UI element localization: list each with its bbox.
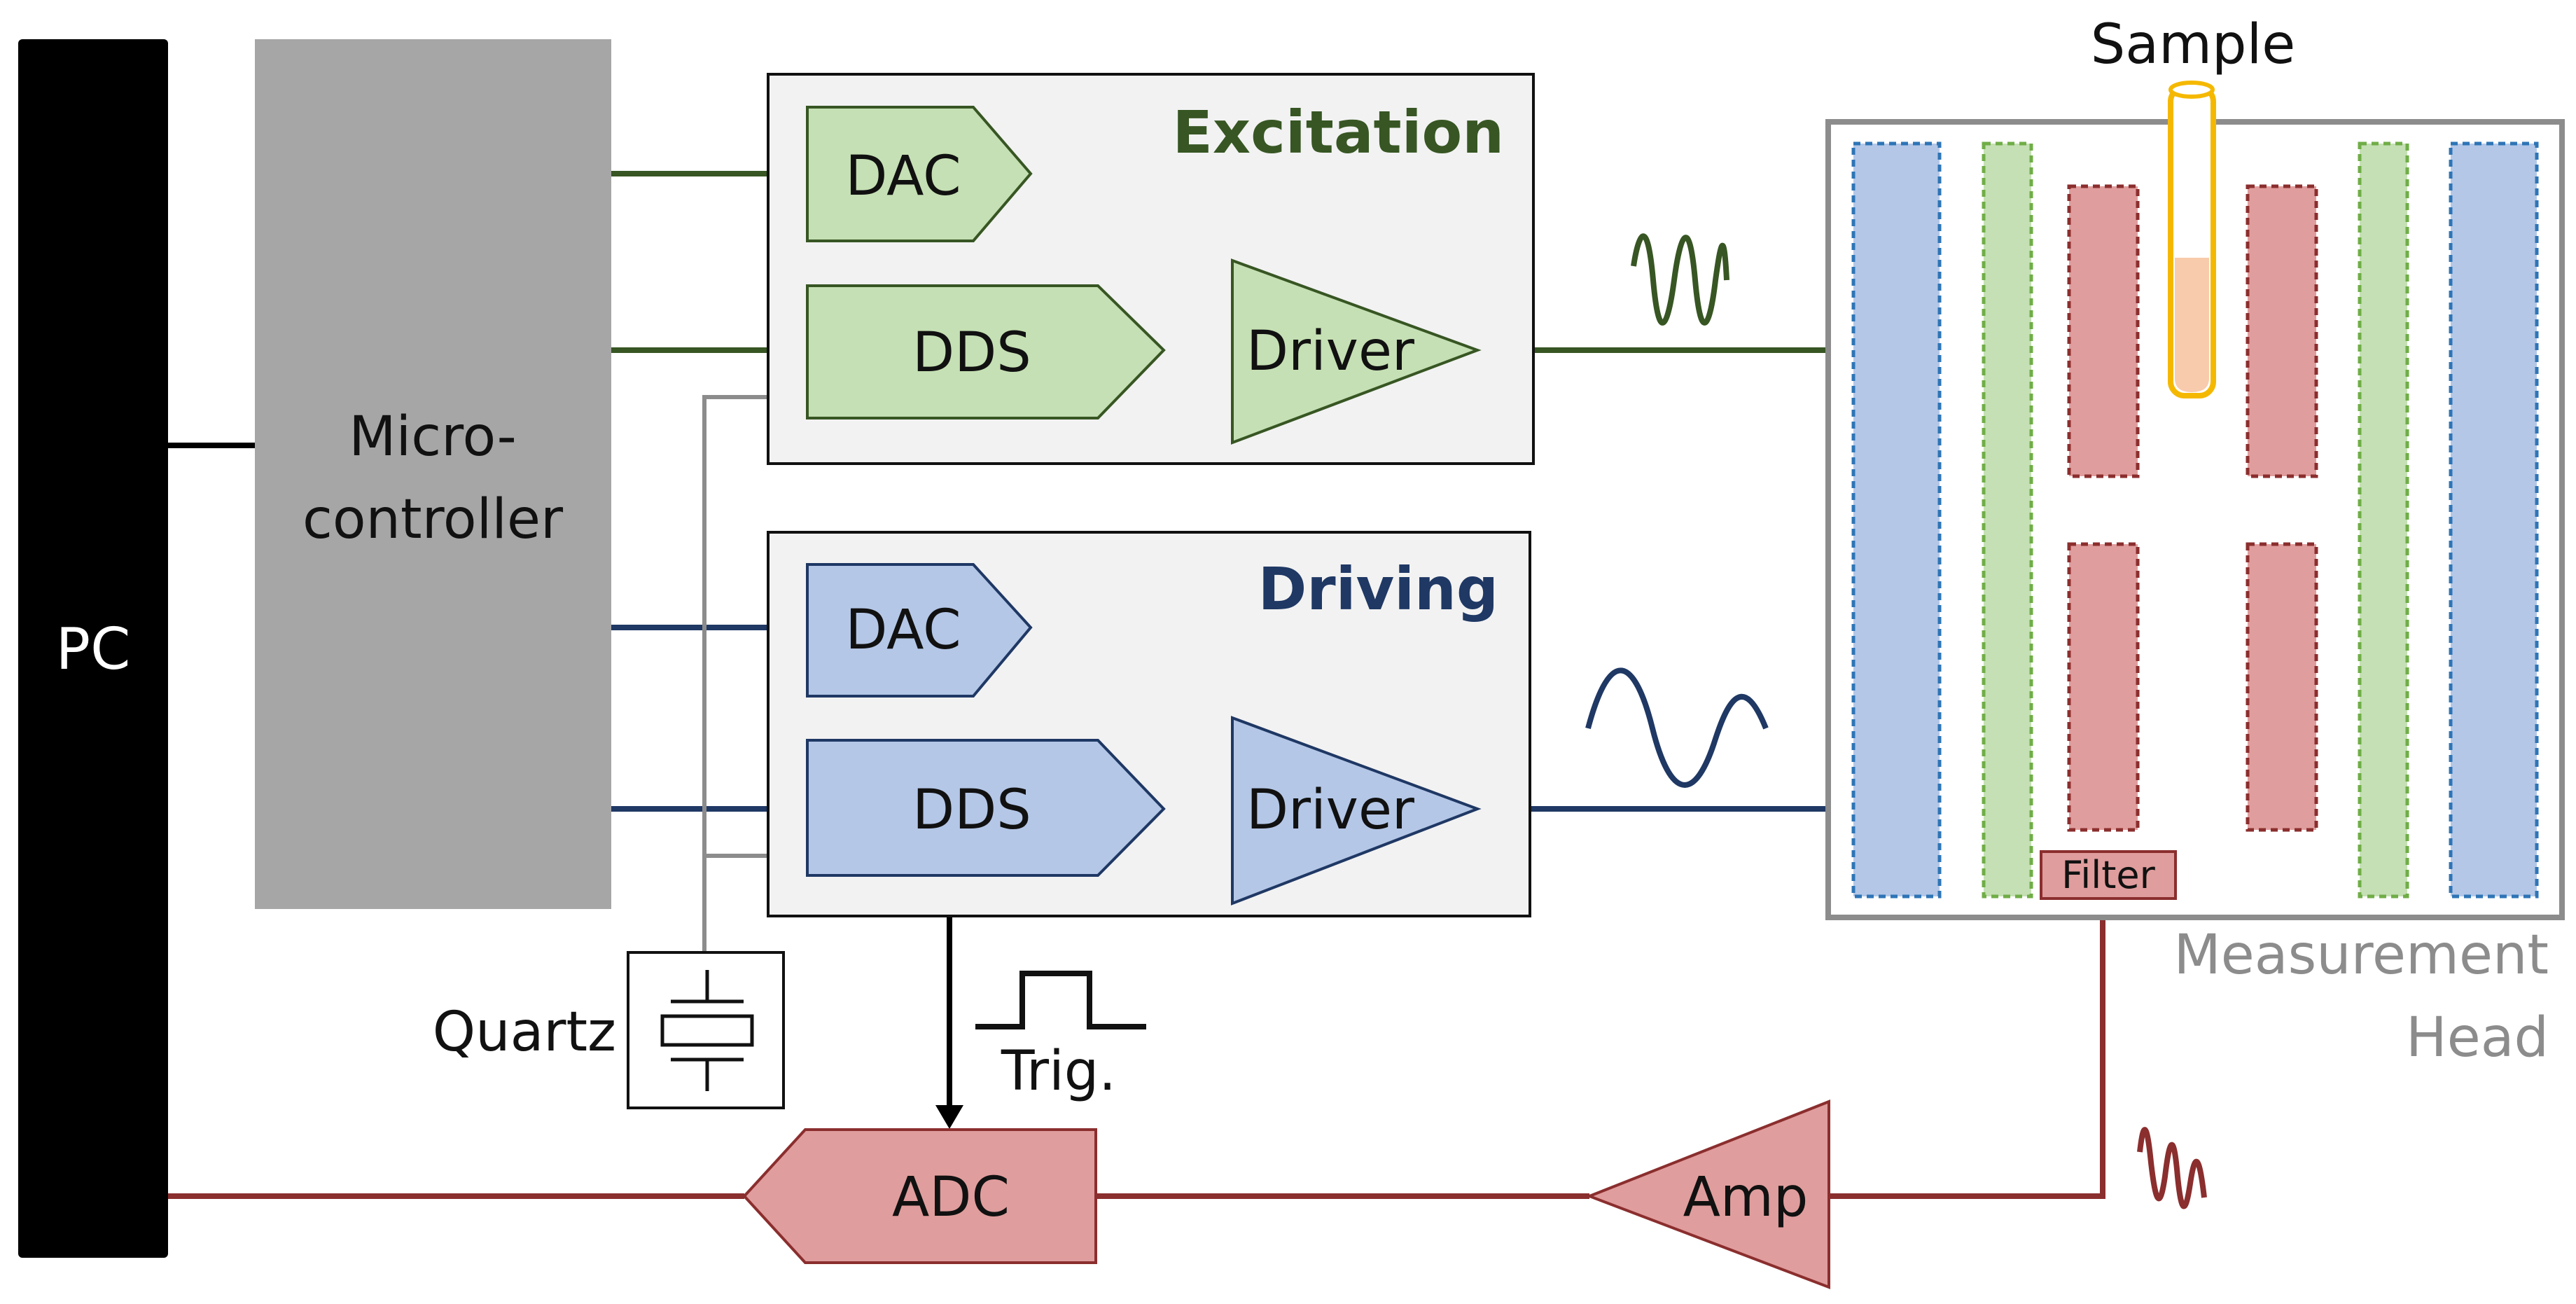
pc-block: PC [18,39,168,1258]
driving-title: Driving [1258,555,1498,623]
measurement-head-label-line1: Measurement [2174,924,2549,987]
excitation-title: Excitation [1173,98,1504,167]
driving-driver-label: Driver [1246,779,1415,842]
driving-dac: DAC [806,563,1033,698]
filter-label: Filter [2061,853,2156,897]
pickup-coil-lower-left [2067,542,2140,832]
excitation-dac: DAC [806,106,1033,242]
driving-dds-label: DDS [912,779,1031,842]
excitation-dac-label: DAC [845,145,961,208]
sample-tube [2168,81,2216,398]
quartz-label: Quartz [433,1001,616,1064]
excitation-dds-label: DDS [912,321,1031,384]
receive-waveform-icon [2137,1127,2207,1209]
excitation-waveform-icon [1631,233,1729,326]
excitation-dds: DDS [806,284,1166,419]
trigger-pulse-icon [975,971,1146,1029]
pickup-coil-lower-right [2246,542,2318,832]
outer-coil-right [2449,141,2539,899]
adc-block: ADC [742,1128,1097,1264]
quartz-block: Quartz [433,951,785,1109]
pc-label: PC [56,616,131,683]
green-coil-right [2358,141,2409,899]
driving-panel: Driving DAC DDS Driver [767,531,1531,917]
driving-dds: DDS [806,739,1166,877]
driving-driver: Driver [1231,716,1482,906]
driving-waveform-icon [1585,667,1769,788]
green-coil-left [1982,141,2033,899]
microcontroller-block: Micro- controller [255,39,611,909]
filter-block: Filter [2040,850,2177,900]
excitation-driver: Driver [1231,258,1482,445]
excitation-driver-label: Driver [1246,320,1415,383]
pickup-coil-upper-right [2246,184,2318,478]
pickup-coil-upper-left [2067,184,2140,478]
amp-block: Amp [1585,1100,1830,1289]
crystal-icon [660,970,754,1091]
driving-dac-label: DAC [845,599,961,662]
outer-coil-left [1851,141,1942,899]
adc-label: ADC [892,1166,1010,1229]
measurement-head-label-line2: Head [2406,1006,2549,1069]
microcontroller-label-line2: controller [302,488,564,551]
excitation-panel: Excitation DAC DDS Driver [767,73,1535,465]
amp-label: Amp [1683,1166,1809,1229]
sample-label: Sample [2091,13,2295,76]
microcontroller-label-line1: Micro- [349,405,517,469]
trigger-label: Trig. [1001,1040,1116,1103]
